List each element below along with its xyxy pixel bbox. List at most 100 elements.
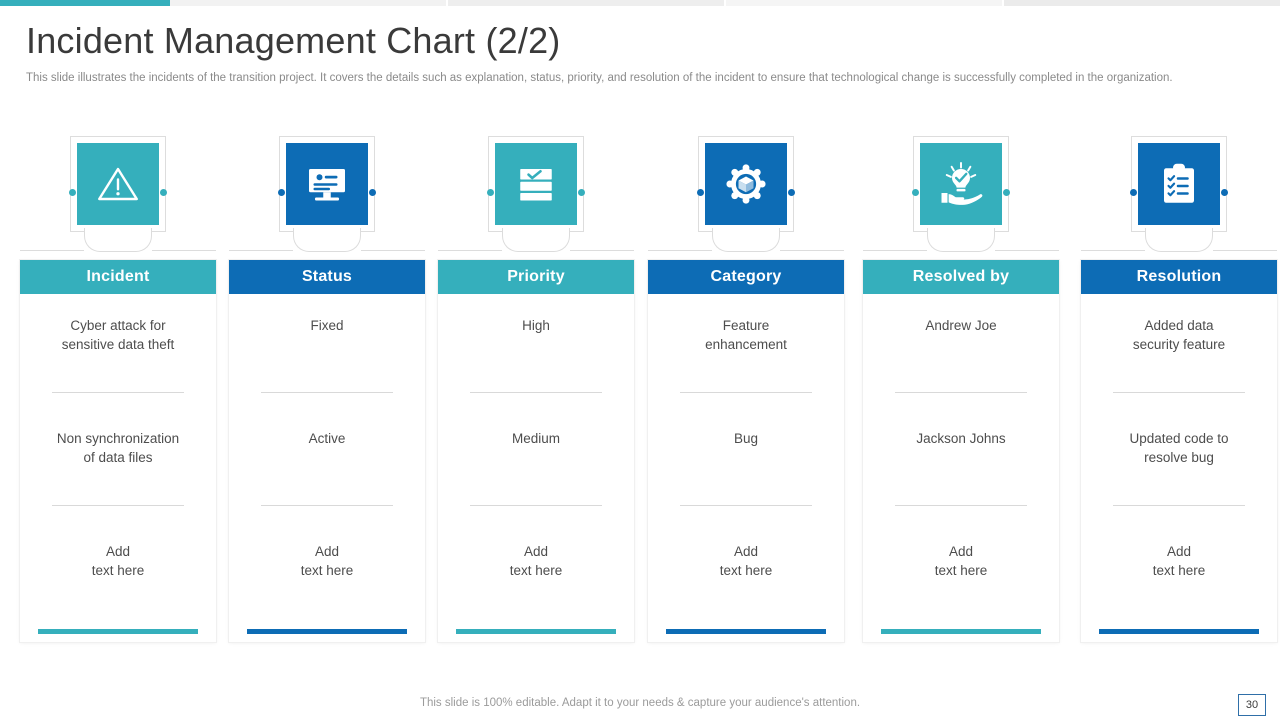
top-progress-strip: [0, 0, 1280, 6]
connector-notch-resolved-by: [863, 228, 1059, 260]
cell-divider: [261, 392, 393, 393]
icon-frame-status: [278, 136, 376, 232]
connector-notch-status: [229, 228, 425, 260]
connector-dot-l: [697, 189, 704, 196]
card-accent-bar-category: [666, 629, 826, 634]
monitor-user-icon: [286, 143, 368, 225]
card-accent-bar-incident: [38, 629, 198, 634]
cell-priority-1[interactable]: Medium: [511, 431, 560, 446]
cell-category-1[interactable]: Bug: [733, 431, 759, 446]
cell-divider: [261, 505, 393, 506]
connector-dot-l: [487, 189, 494, 196]
progress-segment-3: [726, 0, 1004, 6]
card-header-incident: Incident: [20, 260, 216, 294]
cell-divider: [52, 505, 184, 506]
cell-priority-0[interactable]: High: [522, 318, 550, 333]
connector-notch-priority: [438, 228, 634, 260]
connector-lobe-left: [293, 228, 327, 252]
cell-divider: [470, 505, 602, 506]
cell-divider: [680, 505, 812, 506]
connector-dot-r: [1003, 189, 1010, 196]
progress-segment-4: [1004, 0, 1280, 6]
icon-frame-incident: [69, 136, 167, 232]
cell-status-0[interactable]: Fixed: [310, 318, 344, 333]
cell-status-1[interactable]: Active: [308, 431, 346, 446]
page-title: Incident Management Chart (2/2): [26, 20, 561, 61]
progress-segment-2: [448, 0, 726, 6]
cell-divider: [680, 392, 812, 393]
checklist-rows-icon: [495, 143, 577, 225]
page-subtitle: This slide illustrates the incidents of …: [26, 72, 1173, 84]
progress-segment-1: [170, 0, 448, 6]
connector-dot-r: [578, 189, 585, 196]
connector-notch-resolution: [1081, 228, 1277, 260]
connector-lobe-left: [502, 228, 536, 252]
clipboard-checklist-icon: [1138, 143, 1220, 225]
connector-notch-category: [648, 228, 844, 260]
connector-lobe-left: [84, 228, 118, 252]
connector-dot-r: [160, 189, 167, 196]
connector-lobe-left: [927, 228, 961, 252]
page-number-badge: 30: [1238, 694, 1266, 716]
warning-triangle-icon: [77, 143, 159, 225]
cell-divider: [895, 505, 1027, 506]
gear-cube-icon: [705, 143, 787, 225]
cell-divider: [1113, 505, 1245, 506]
cell-resolved-by-0[interactable]: Andrew Joe: [925, 318, 997, 333]
cell-divider: [52, 392, 184, 393]
icon-frame-priority: [487, 136, 585, 232]
card-header-category: Category: [648, 260, 844, 294]
icon-frame-category: [697, 136, 795, 232]
connector-lobe-right: [536, 228, 570, 252]
card-accent-bar-priority: [456, 629, 616, 634]
cell-divider: [470, 392, 602, 393]
connector-dot-r: [1221, 189, 1228, 196]
connector-lobe-left: [712, 228, 746, 252]
progress-segment-active: [0, 0, 170, 6]
hand-lightbulb-icon: [920, 143, 1002, 225]
card-header-resolution: Resolution: [1081, 260, 1277, 294]
icon-frame-resolution: [1130, 136, 1228, 232]
connector-lobe-right: [746, 228, 780, 252]
footer-note: This slide is 100% editable. Adapt it to…: [419, 697, 861, 709]
connector-dot-l: [1130, 189, 1137, 196]
connector-lobe-left: [1145, 228, 1179, 252]
icon-frame-resolved-by: [912, 136, 1010, 232]
connector-dot-r: [369, 189, 376, 196]
connector-dot-r: [788, 189, 795, 196]
cell-resolved-by-1[interactable]: Jackson Johns: [916, 431, 1006, 446]
card-accent-bar-status: [247, 629, 407, 634]
card-header-resolved-by: Resolved by: [863, 260, 1059, 294]
connector-dot-l: [278, 189, 285, 196]
card-accent-bar-resolved-by: [881, 629, 1041, 634]
